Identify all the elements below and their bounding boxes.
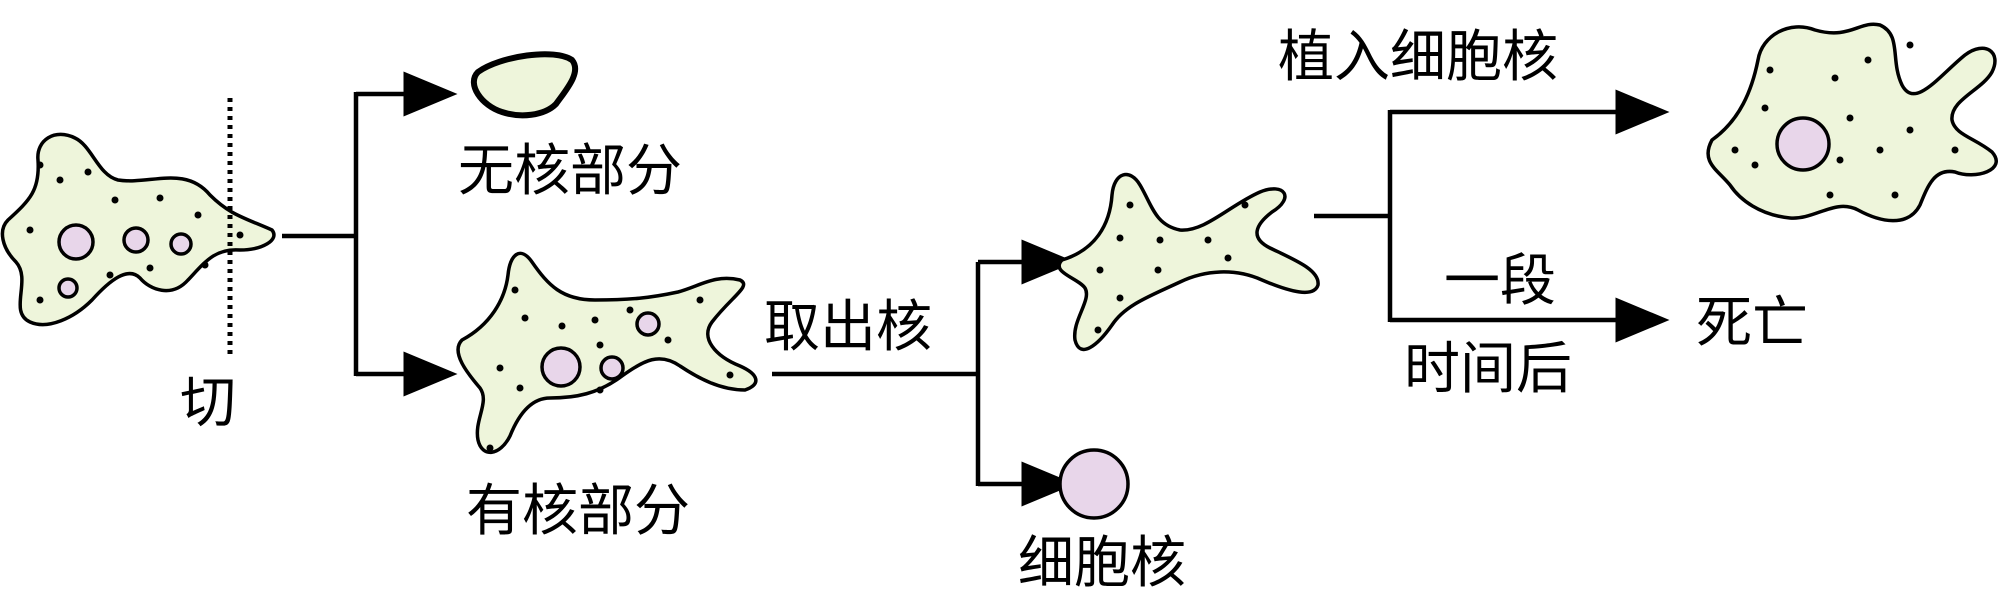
after-time-label-line1: 一段 [1444, 249, 1556, 314]
implanted-nucleus-amoeba [1706, 22, 1998, 223]
outcome-connector [1314, 110, 1393, 322]
cut-label: 切 [180, 371, 236, 436]
isolated-nucleus [1058, 448, 1130, 520]
implant-nucleus-label: 植入细胞核 [1278, 25, 1558, 90]
nucleus-part-label: 有核部分 [466, 479, 690, 544]
nucleus-label: 细胞核 [1018, 531, 1186, 596]
no-nucleus-fragment [470, 51, 579, 119]
after-time-label-line2: 时间后 [1404, 337, 1572, 402]
death-label: 死亡 [1696, 291, 1808, 356]
enucleated-amoeba [1057, 172, 1320, 352]
original-amoeba [0, 132, 276, 327]
split-connector [282, 92, 359, 376]
no-nucleus-part-label: 无核部分 [458, 139, 682, 204]
remove-nucleus-connector [772, 262, 981, 486]
nucleated-part-amoeba [456, 251, 758, 454]
remove-nucleus-label: 取出核 [764, 295, 932, 360]
